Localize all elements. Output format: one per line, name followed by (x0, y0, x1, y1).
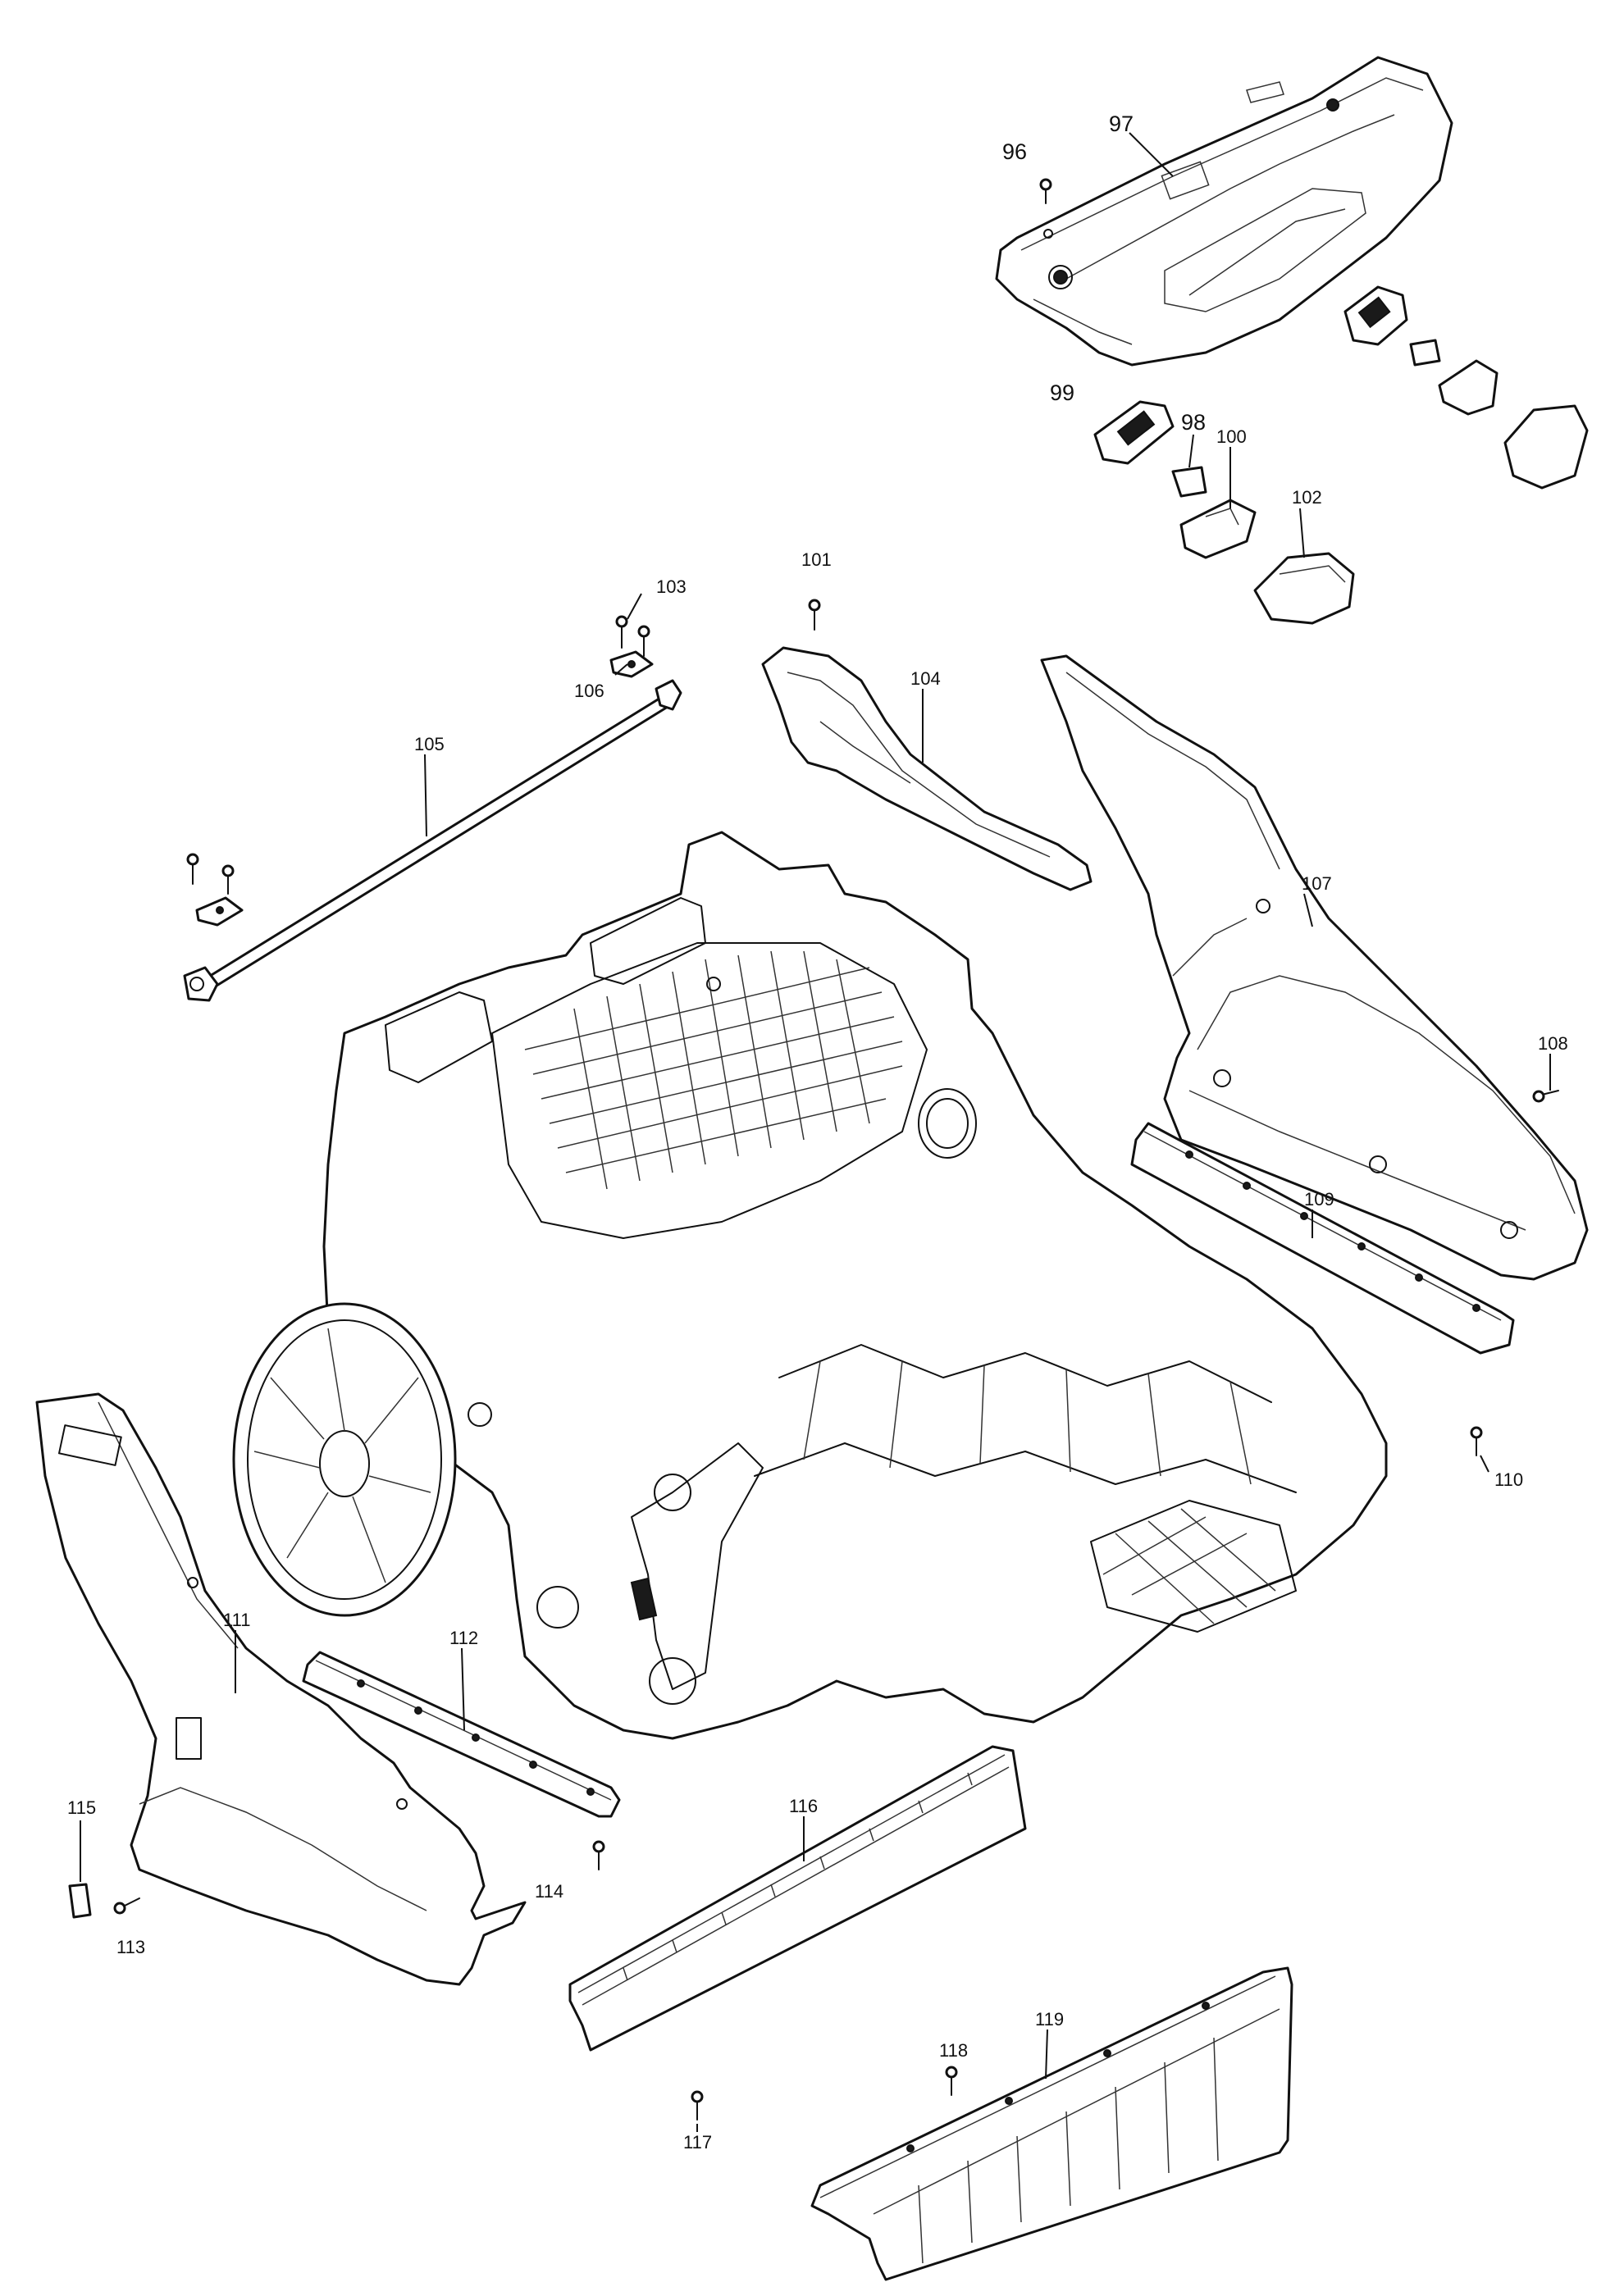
callout-97: 97 (1109, 112, 1134, 136)
part-103-screws (186, 615, 650, 895)
part-112-rail (302, 1651, 621, 1818)
callout-105: 105 (414, 734, 445, 754)
part-97-handle-cover (995, 56, 1453, 367)
part-102-cap (1253, 552, 1355, 625)
part-107-right-side-panel (1040, 654, 1589, 1281)
part-99-foot-pad (1093, 400, 1175, 465)
part-98-plate (1171, 466, 1207, 498)
callout-115: 115 (67, 1797, 96, 1818)
part-106b-bracket (195, 896, 244, 927)
callout-99: 99 (1050, 380, 1074, 405)
part-98b-plate (1409, 339, 1441, 367)
part-119-bottom-rail (810, 1966, 1293, 2281)
callout-103: 103 (656, 576, 687, 597)
callout-118: 118 (939, 2040, 968, 2061)
part-105-rod (183, 679, 682, 1002)
part-111-left-side-panel (35, 1392, 527, 1986)
callout-114: 114 (535, 1881, 563, 1902)
callout-112: 112 (449, 1628, 478, 1648)
callout-108: 108 (1538, 1033, 1568, 1054)
callout-101: 101 (801, 549, 832, 570)
part-116-long-bar (568, 1745, 1027, 2052)
callout-117: 117 (683, 2132, 712, 2152)
part-101-screw (808, 599, 821, 631)
part-100-bracket (1179, 499, 1257, 559)
callout-119: 119 (1035, 2009, 1064, 2029)
callout-100: 100 (1216, 426, 1247, 447)
callout-109: 109 (1304, 1189, 1334, 1210)
part-100b-bracket (1438, 359, 1499, 416)
part-96-screw (1039, 178, 1052, 204)
callout-111: 111 (223, 1610, 250, 1630)
callout-98: 98 (1181, 410, 1206, 435)
callout-106: 106 (574, 681, 604, 701)
main-chassis (232, 831, 1388, 1740)
part-108-screw (1532, 1090, 1559, 1103)
part-113-screw (113, 1897, 140, 1915)
part-102b-cap (1503, 404, 1589, 490)
part-115-label (68, 1883, 92, 1919)
callout-116: 116 (789, 1796, 818, 1816)
callout-113: 113 (116, 1937, 145, 1957)
part-110-screw (1470, 1426, 1483, 1456)
part-99b-foot-pad (1343, 285, 1408, 346)
leader-lines (80, 132, 1551, 2132)
callout-110: 110 (1494, 1469, 1523, 1490)
part-104-side-arm (761, 646, 1093, 891)
part-117-screw (691, 2090, 704, 2121)
callout-107: 107 (1302, 873, 1332, 894)
part-118-screw (945, 2066, 958, 2096)
callout-104: 104 (910, 668, 941, 689)
callout-96: 96 (1002, 139, 1027, 164)
callout-numbers: 96 97 98 99 100 101 102 103 104 105 106 … (67, 112, 1568, 2152)
callout-102: 102 (1292, 487, 1322, 508)
part-114-screw (592, 1840, 605, 1870)
part-109-rail (1130, 1122, 1515, 1355)
